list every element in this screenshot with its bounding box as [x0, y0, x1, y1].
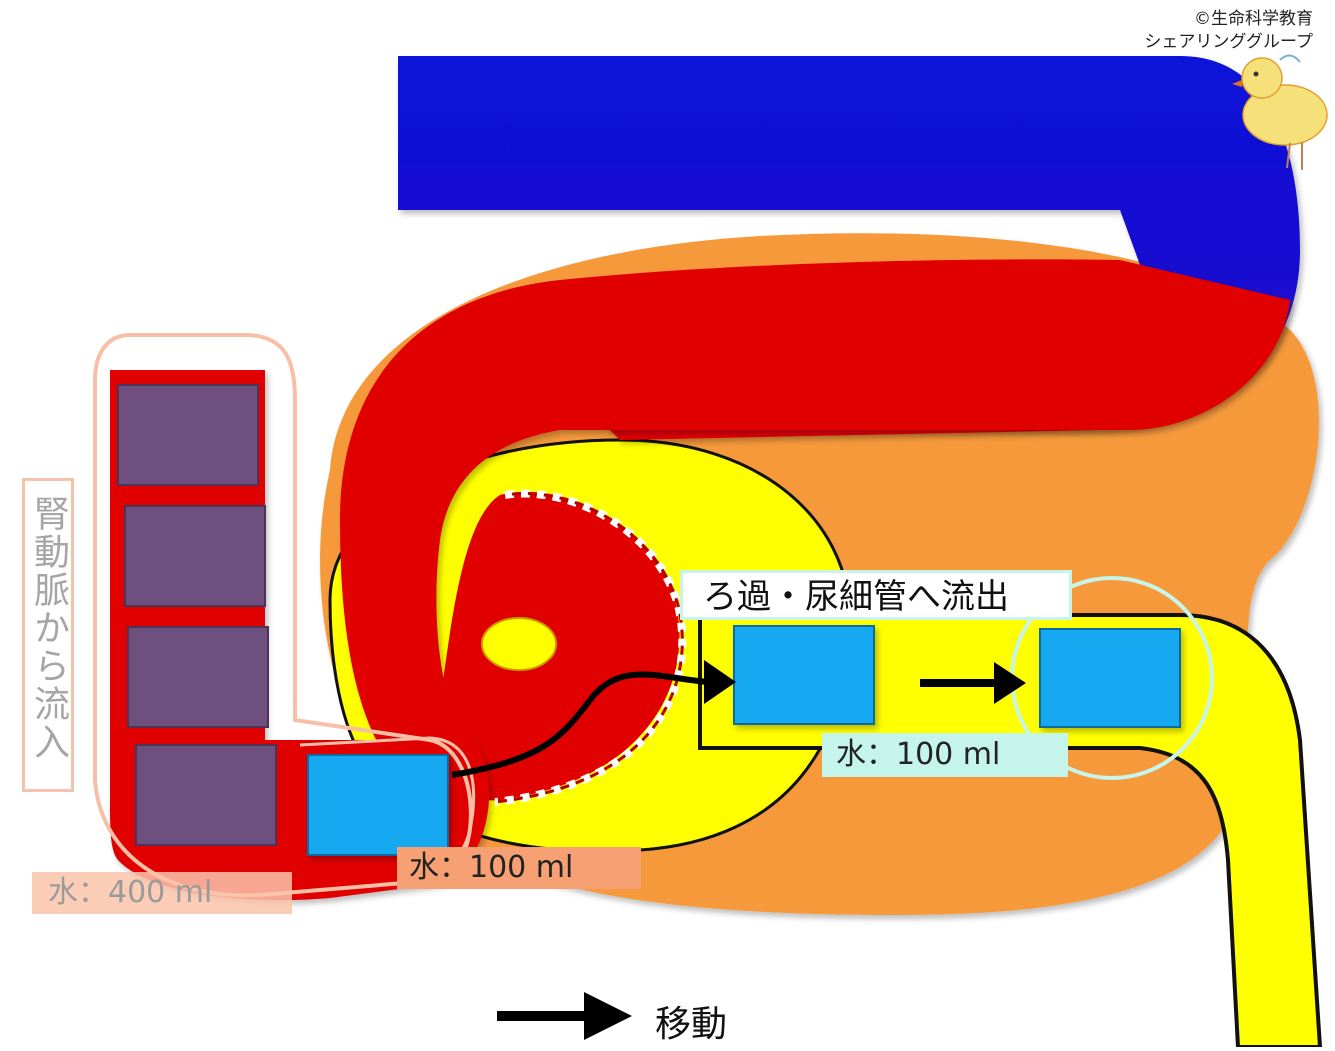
- filtration-flow-arrow: [451, 671, 709, 778]
- copyright-line-1: ©生命科学教育: [1194, 9, 1313, 29]
- glomerulus-head: [437, 491, 680, 801]
- water-100-tubule-label: 水：100 ml: [822, 733, 1068, 777]
- water-block-tubule: [1039, 628, 1181, 728]
- water-100-capillary-label: 水：100 ml: [397, 847, 641, 889]
- copyright-line-2: シェアリンググループ: [1144, 32, 1313, 52]
- efferent-arteriole: [398, 56, 1300, 440]
- water-block-capillary: [307, 754, 449, 856]
- copyright: ©生命科学教育 シェアリンググループ: [1144, 8, 1313, 54]
- blood-block-4: [135, 744, 277, 846]
- inflow-label-box: 腎動脈から流入: [22, 478, 74, 792]
- water-block-filtered: [733, 625, 875, 725]
- legend-arrowhead: [584, 992, 632, 1040]
- movement-legend-label: 移動: [655, 1004, 728, 1045]
- blood-block-1: [117, 384, 259, 486]
- water-400-label: 水：400 ml: [32, 872, 292, 914]
- chick-logo: [1232, 54, 1328, 170]
- blood-block-3: [127, 626, 269, 728]
- tubule-arrowhead: [994, 662, 1026, 704]
- glomerulus-loop: [340, 259, 1290, 800]
- filtration-arrowhead: [704, 660, 736, 704]
- inflow-label: 腎動脈から流入: [28, 495, 69, 761]
- filtration-membrane: [494, 489, 687, 806]
- glomerulus-center: [481, 617, 557, 671]
- filtration-title: ろ過・尿細管へ流出: [680, 570, 1072, 620]
- blood-block-2: [124, 505, 266, 607]
